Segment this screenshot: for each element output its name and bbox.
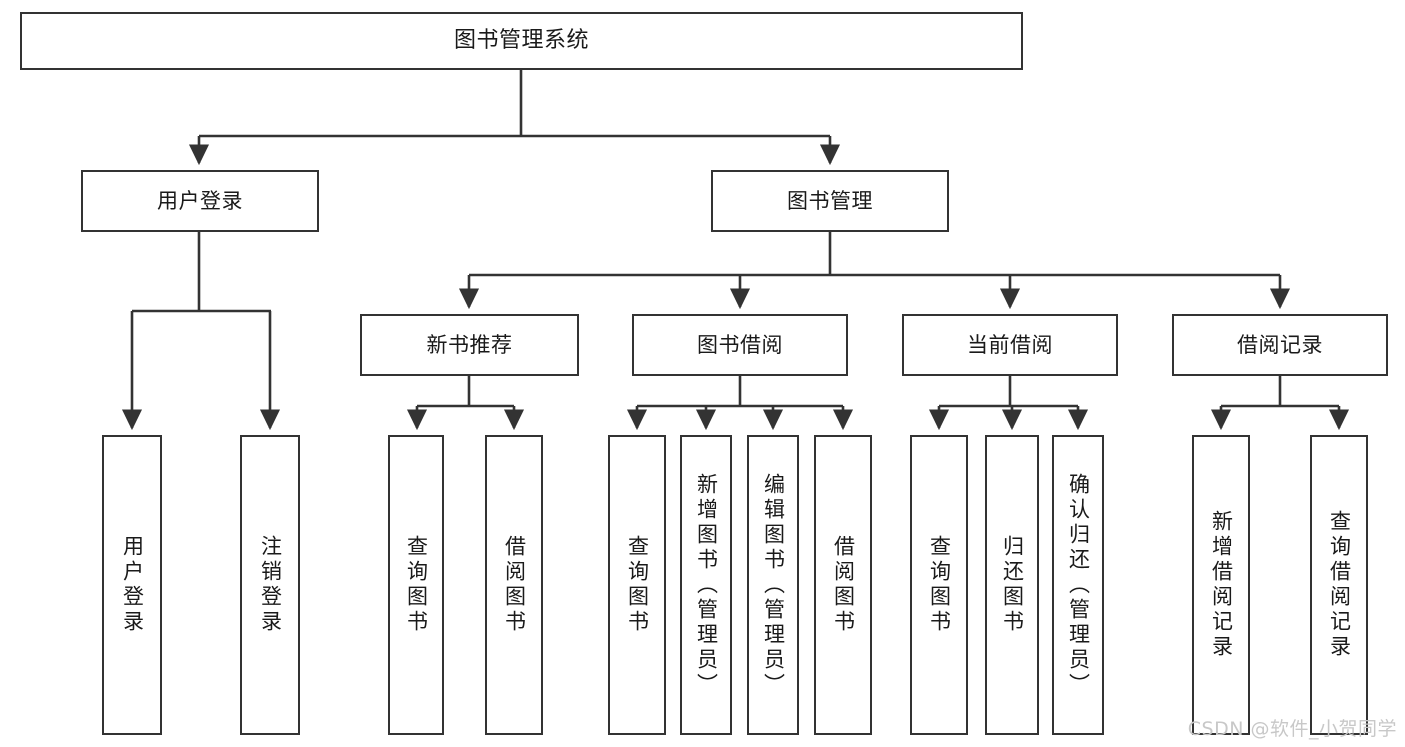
node-current-borrow[interactable]: 当前借阅 — [902, 314, 1118, 376]
leaf-query-book-newbook[interactable]: 查询图书 — [388, 435, 444, 735]
leaf-edit-book-admin[interactable]: 编辑图书（管理员） — [747, 435, 799, 735]
leaf-query-book-newbook-label: 查询图书 — [404, 535, 429, 635]
leaf-user-login[interactable]: 用户登录 — [102, 435, 162, 735]
node-current-borrow-label: 当前借阅 — [967, 332, 1053, 357]
leaf-query-book-current[interactable]: 查询图书 — [910, 435, 968, 735]
leaf-add-borrow-record[interactable]: 新增借阅记录 — [1192, 435, 1250, 735]
node-book-borrow[interactable]: 图书借阅 — [632, 314, 848, 376]
leaf-borrow-book-newbook[interactable]: 借阅图书 — [485, 435, 543, 735]
leaf-query-borrow-record[interactable]: 查询借阅记录 — [1310, 435, 1368, 735]
leaf-query-book-borrow[interactable]: 查询图书 — [608, 435, 666, 735]
leaf-borrow-book-newbook-label: 借阅图书 — [502, 535, 527, 635]
node-root-label: 图书管理系统 — [453, 28, 589, 54]
leaf-logout[interactable]: 注销登录 — [240, 435, 300, 735]
node-borrow-record[interactable]: 借阅记录 — [1172, 314, 1388, 376]
leaf-borrow-book-label: 借阅图书 — [831, 535, 856, 635]
node-book-management-label: 图书管理 — [787, 188, 873, 213]
node-book-borrow-label: 图书借阅 — [697, 332, 783, 357]
node-borrow-record-label: 借阅记录 — [1237, 332, 1323, 357]
leaf-return-book[interactable]: 归还图书 — [985, 435, 1039, 735]
node-user-login[interactable]: 用户登录 — [81, 170, 319, 232]
leaf-confirm-return-admin[interactable]: 确认归还（管理员） — [1052, 435, 1104, 735]
leaf-borrow-book[interactable]: 借阅图书 — [814, 435, 872, 735]
leaf-query-book-borrow-label: 查询图书 — [625, 535, 650, 635]
leaf-edit-book-admin-label: 编辑图书（管理员） — [761, 472, 786, 698]
leaf-query-borrow-record-label: 查询借阅记录 — [1327, 510, 1352, 660]
leaf-user-login-label: 用户登录 — [120, 535, 145, 635]
leaf-confirm-return-admin-label: 确认归还（管理员） — [1066, 472, 1091, 698]
node-new-book-recommend-label: 新书推荐 — [426, 332, 513, 357]
csdn-watermark: CSDN @软件_小贺同学 — [1187, 718, 1397, 740]
leaf-logout-label: 注销登录 — [258, 535, 283, 635]
leaf-add-book-admin-label: 新增图书（管理员） — [694, 472, 719, 698]
leaf-return-book-label: 归还图书 — [1000, 535, 1025, 635]
leaf-query-book-current-label: 查询图书 — [927, 535, 952, 635]
node-book-management[interactable]: 图书管理 — [711, 170, 949, 232]
node-root[interactable]: 图书管理系统 — [20, 12, 1023, 70]
node-user-login-label: 用户登录 — [157, 188, 243, 213]
leaf-add-borrow-record-label: 新增借阅记录 — [1209, 510, 1234, 660]
leaf-add-book-admin[interactable]: 新增图书（管理员） — [680, 435, 732, 735]
node-new-book-recommend[interactable]: 新书推荐 — [360, 314, 579, 376]
